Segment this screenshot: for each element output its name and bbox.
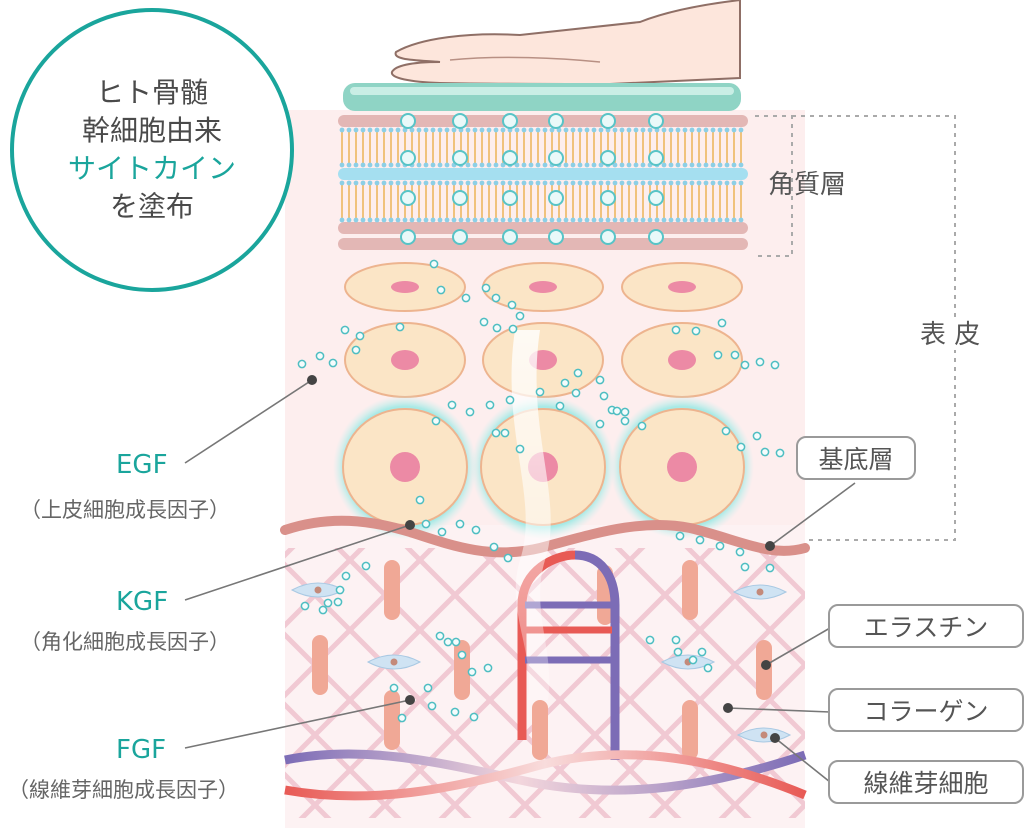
label-collagen: コラーゲン <box>828 688 1024 732</box>
intro-line-1: ヒト骨髄 <box>95 76 208 109</box>
stratum-corneum-bracket <box>755 115 793 257</box>
label-epidermis: 表 皮 <box>920 320 981 350</box>
intro-line-2: 幹細胞由来 <box>81 114 222 147</box>
intro-line-4: を塗布 <box>109 190 194 223</box>
hand-illustration <box>391 0 741 86</box>
intro-line-3: サイトカイン <box>67 152 236 185</box>
fgf-name: FGF <box>116 735 167 765</box>
penetration-beam <box>511 330 551 700</box>
epidermis-bracket <box>792 115 956 541</box>
fgf-desc: （線維芽細胞成長因子） <box>8 778 239 802</box>
leader-dots <box>307 375 780 743</box>
vessel-wave-red <box>284 750 807 801</box>
collagen-text: コラーゲン <box>863 697 989 726</box>
vessel-wave-purple <box>284 749 807 795</box>
stratum-corneum <box>338 113 748 250</box>
leader-lines <box>184 379 856 783</box>
elastin-text: エラスチン <box>863 613 989 642</box>
label-basal-layer: 基底層 <box>796 436 916 480</box>
cytokine-particles <box>297 259 785 723</box>
kgf-name: KGF <box>116 587 169 617</box>
egf-name: EGF <box>116 450 168 480</box>
intro-text: ヒト骨髄 幹細胞由来 サイトカイン を塗布 <box>12 74 292 226</box>
label-fibroblast: 線維芽細胞 <box>828 760 1024 804</box>
intro-circle <box>10 8 294 292</box>
basal-layer-text: 基底層 <box>818 445 894 474</box>
label-elastin: エラスチン <box>828 604 1024 648</box>
label-stratum-corneum: 角質層 <box>768 170 847 200</box>
kgf-desc: （角化細胞成長因子） <box>20 630 230 654</box>
egf-desc: （上皮細胞成長因子） <box>20 498 230 522</box>
fibroblast-text: 線維芽細胞 <box>863 769 989 798</box>
